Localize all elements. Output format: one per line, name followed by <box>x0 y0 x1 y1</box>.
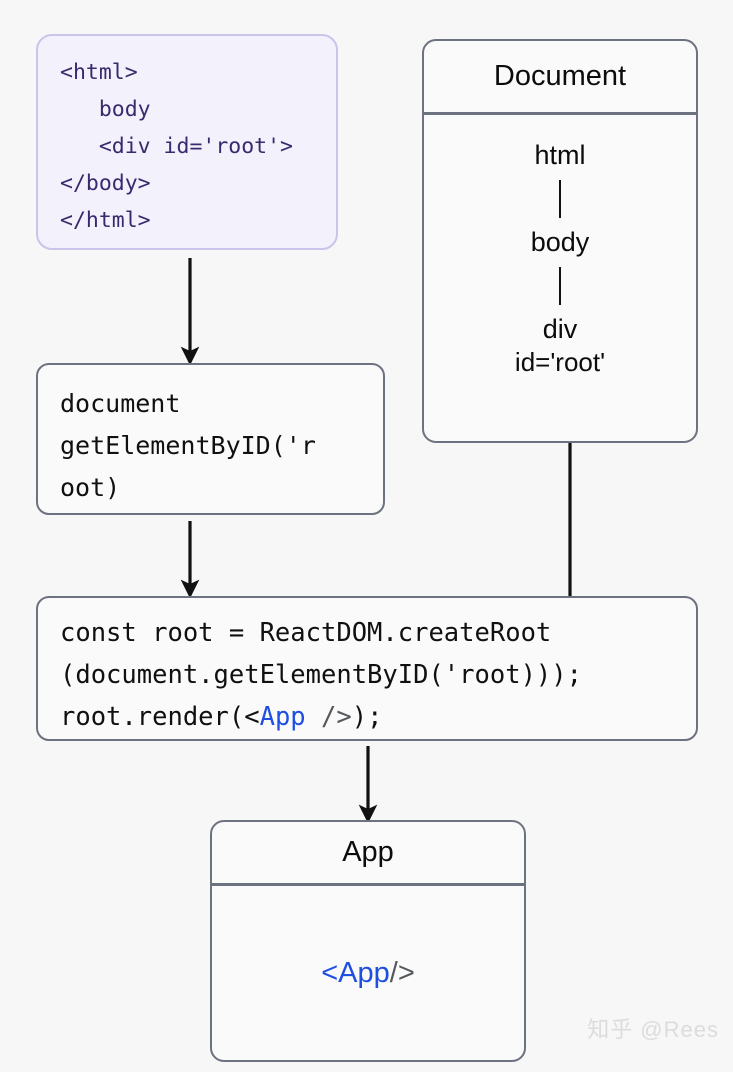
app-jsx-close: /> <box>389 956 415 989</box>
get-element-by-id-code: document getElementByID('r oot) <box>60 389 316 502</box>
html-source-box: <html> body <div id='root'> </body> </ht… <box>36 34 338 250</box>
react-code-line-1: const root = ReactDOM.createRoot <box>60 618 552 648</box>
document-dom-tree: html body div id='root' <box>424 115 696 441</box>
react-dom-create-root-box: const root = ReactDOM.createRoot (docume… <box>36 596 698 741</box>
dom-tree-link-2 <box>559 267 561 305</box>
app-jsx-open: < <box>321 956 339 989</box>
dom-node-div: div <box>542 314 578 344</box>
dom-node-body: body <box>530 227 590 257</box>
dom-node-div-id: id='root' <box>514 347 606 377</box>
get-element-by-id-box: document getElementByID('r oot) <box>36 363 385 515</box>
app-jsx-component: App <box>338 956 390 989</box>
html-source-code: <html> body <div id='root'> </body> </ht… <box>60 60 293 233</box>
app-box-jsx: <App /> <box>212 886 524 1060</box>
react-render-prefix: root.render(< <box>60 702 260 732</box>
react-render-suffix: ); <box>351 702 383 732</box>
document-box-title: Document <box>424 41 696 115</box>
react-render-component: App <box>259 702 306 732</box>
document-node-box: Document html body div id='root' <box>422 39 698 443</box>
dom-tree-link-1 <box>559 180 561 218</box>
react-render-selfclose: /> <box>305 702 352 732</box>
app-box-title: App <box>212 822 524 886</box>
react-code-line-3: root.render(<App />); <box>60 696 696 738</box>
app-component-box: App <App /> <box>210 820 526 1062</box>
watermark: 知乎 @Rees <box>587 1017 719 1042</box>
dom-node-html: html <box>534 140 586 170</box>
react-code-line-2: (document.getElementByID('root))); <box>60 660 582 690</box>
